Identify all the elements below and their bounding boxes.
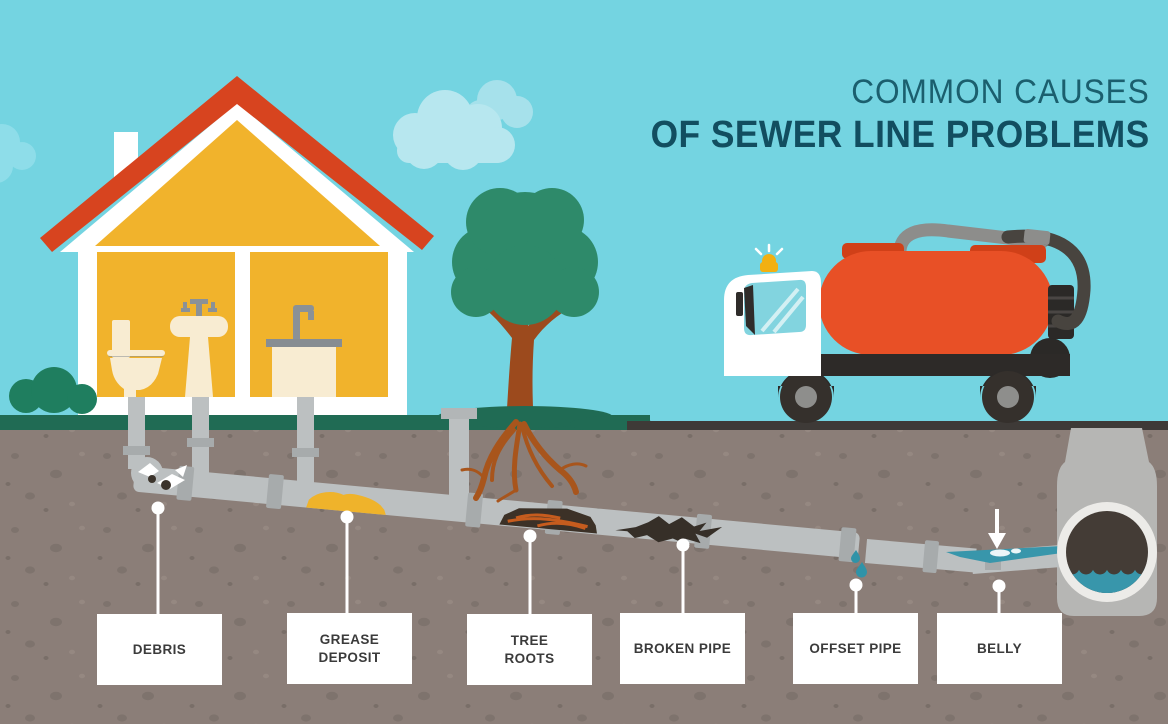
label-tree-roots: TREE ROOTS (467, 614, 592, 685)
title-line-1: COMMON CAUSES (851, 73, 1150, 111)
front-wheel (780, 371, 832, 423)
cloud-main (393, 90, 515, 170)
kitchen-faucet-icon (293, 305, 314, 342)
sink-faucet-icon (181, 299, 217, 318)
rear-wheel (982, 371, 1034, 423)
side-mirror (736, 292, 743, 316)
attic-room (95, 120, 380, 246)
label-broken-pipe: BROKEN PIPE (620, 613, 745, 684)
pipe-crack (615, 516, 723, 547)
sewer-truck (724, 223, 1091, 423)
road (627, 421, 1168, 430)
grass (0, 406, 654, 432)
cleanout-cap (441, 408, 477, 419)
leader-dots (151, 501, 1006, 593)
pedestal-sink (170, 299, 228, 397)
debris-clog (138, 463, 187, 490)
leader-lines (156, 512, 1001, 616)
warning-beacon-icon (754, 243, 784, 272)
root-clog (499, 508, 597, 534)
label-grease-deposit: GREASE DEPOSIT (287, 613, 412, 684)
manhole (1057, 502, 1157, 602)
sewer-lateral-pipe (133, 465, 860, 563)
label-debris: DEBRIS (97, 614, 222, 685)
bush (9, 367, 97, 414)
windshield (744, 279, 806, 336)
grease-deposit-blob (306, 492, 386, 515)
hose-connector (1023, 228, 1051, 246)
tree-canopy (451, 188, 599, 325)
house (40, 76, 434, 415)
infographic-title: COMMON CAUSES OF SEWER LINE PROBLEMS (613, 73, 1150, 157)
vacuum-tank (819, 251, 1053, 355)
down-arrow-icon (988, 509, 1006, 549)
label-belly: BELLY (937, 613, 1062, 684)
toilet (107, 320, 165, 397)
tree (451, 188, 599, 426)
title-line-2: OF SEWER LINE PROBLEMS (650, 114, 1150, 157)
cloud-left-faint (0, 124, 36, 183)
tree-roots-underground (460, 419, 588, 503)
cleanout-pipe (449, 419, 469, 499)
water-drip-icon (851, 550, 867, 578)
kitchen-sink (266, 305, 342, 397)
label-offset-pipe: OFFSET PIPE (793, 613, 918, 684)
offset-pipe-segment (864, 539, 977, 574)
